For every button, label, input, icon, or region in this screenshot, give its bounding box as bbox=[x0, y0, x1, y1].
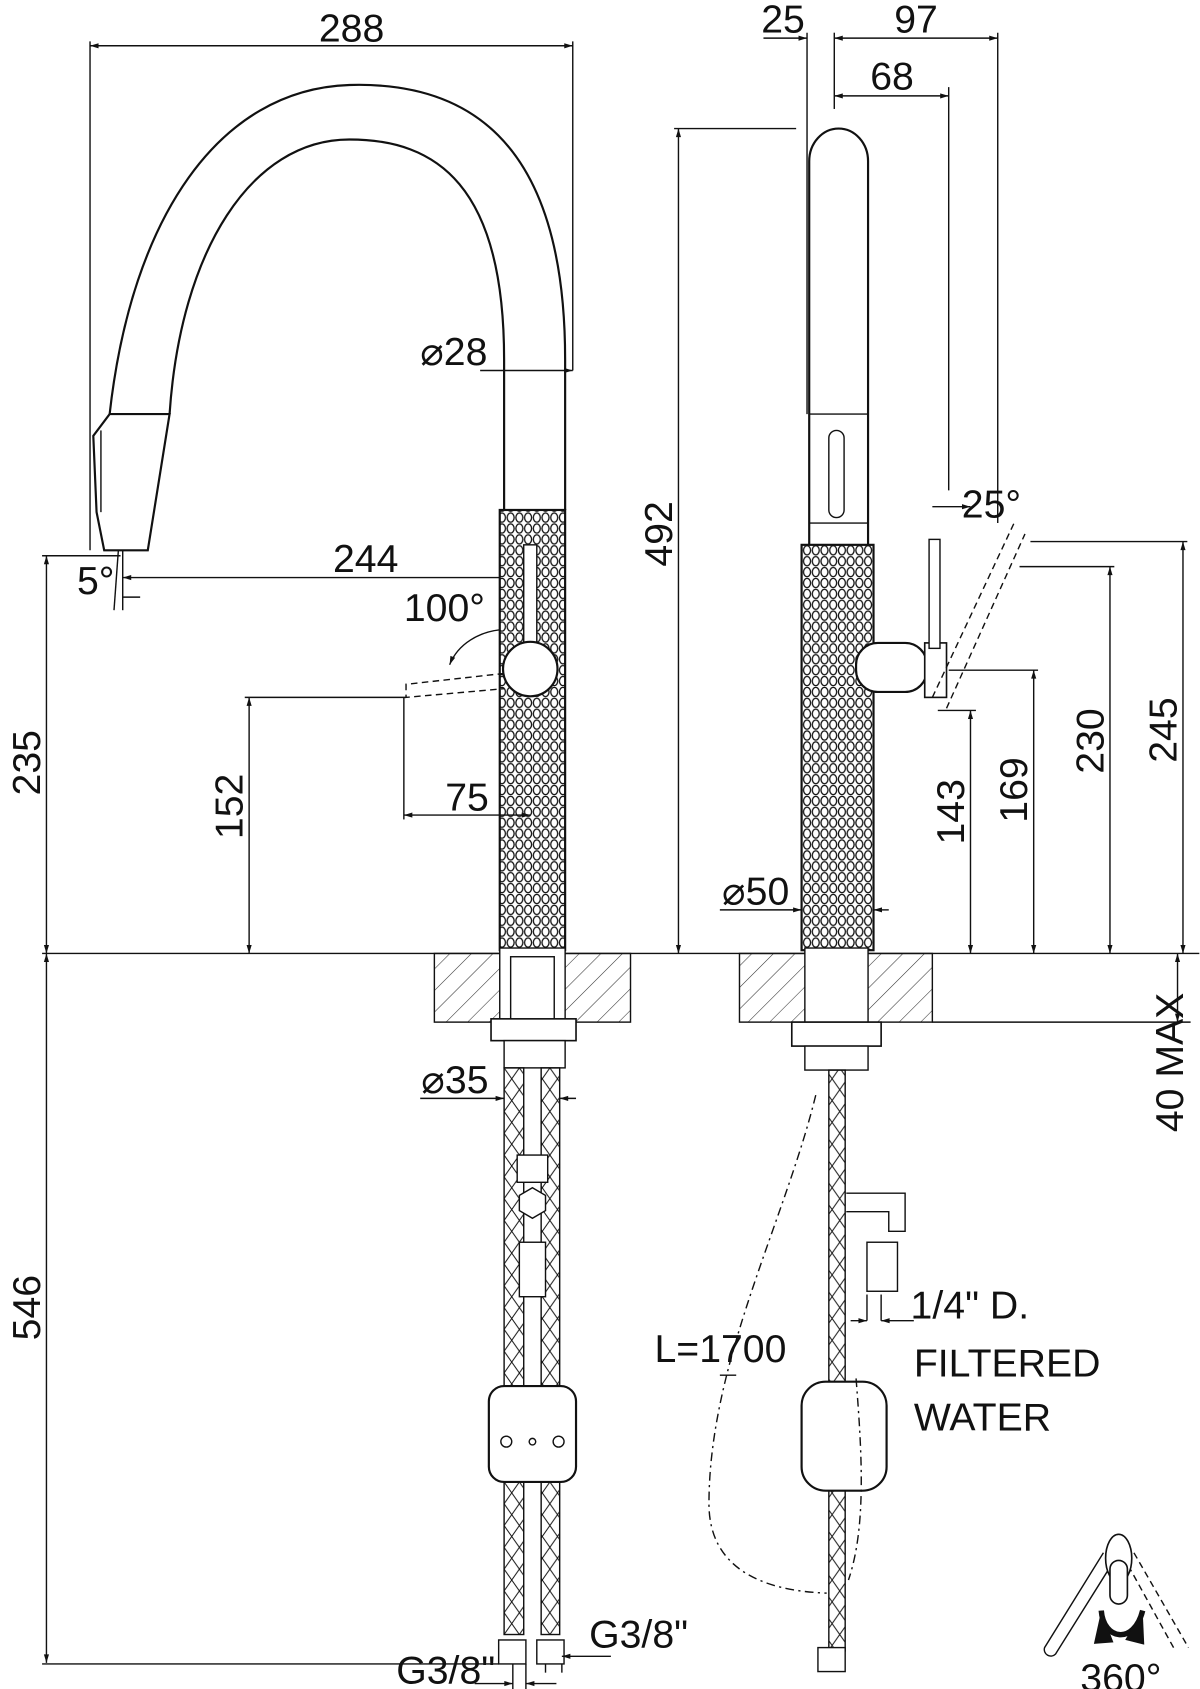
hose-length: L=1700 bbox=[654, 1327, 786, 1371]
dim-25deg: 25° bbox=[962, 483, 1021, 527]
filter-tee bbox=[846, 1192, 906, 1233]
dim-152: 152 bbox=[208, 774, 252, 839]
hose-right bbox=[540, 1067, 561, 1636]
pull-out-hose-path bbox=[708, 1094, 827, 1594]
dim-40-max: 40 MAX bbox=[1148, 993, 1192, 1133]
body-side-knurled bbox=[800, 543, 875, 952]
dim-245: 245 bbox=[1141, 697, 1185, 762]
check-valve-box bbox=[487, 1384, 578, 1484]
dim-244: 244 bbox=[333, 537, 398, 581]
dim-25: 25 bbox=[761, 0, 805, 42]
dim-diameter-50: ⌀50 bbox=[722, 869, 789, 913]
dim-68: 68 bbox=[870, 54, 914, 98]
dim-100deg: 100° bbox=[404, 586, 485, 630]
hose-side bbox=[828, 1069, 846, 1652]
connection-right-g38: G3/8" bbox=[589, 1613, 688, 1657]
dim-diameter-35: ⌀35 bbox=[421, 1058, 488, 1102]
spout-inner bbox=[168, 138, 506, 510]
spout-outer bbox=[108, 83, 567, 510]
connection-left-g38: G3/8" bbox=[396, 1649, 495, 1689]
filter-conn-label-1: FILTERED bbox=[914, 1341, 1101, 1385]
lever-hub bbox=[501, 640, 559, 698]
spray-head bbox=[92, 412, 171, 552]
hose-left bbox=[503, 1067, 525, 1636]
lever-side bbox=[928, 538, 941, 650]
filter-conn-label-2: WATER bbox=[914, 1396, 1051, 1440]
dim-75: 75 bbox=[445, 776, 489, 820]
rotation-label: 360° bbox=[1080, 1656, 1161, 1689]
right-view: 25 97 68 492 25° 143 169 230 2 bbox=[637, 0, 1192, 1673]
dim-288: 288 bbox=[319, 6, 384, 50]
dim-492: 492 bbox=[637, 501, 681, 566]
left-view: 288 244 5° ⌀28 100° 235 152 bbox=[5, 6, 688, 1689]
dim-diameter-28: ⌀28 bbox=[420, 330, 487, 374]
lever-hub-side bbox=[854, 641, 928, 694]
dim-143: 143 bbox=[929, 779, 973, 844]
dim-230: 230 bbox=[1068, 708, 1112, 773]
check-valve-side bbox=[800, 1380, 888, 1492]
dim-169: 169 bbox=[992, 757, 1036, 822]
dim-97: 97 bbox=[894, 0, 938, 42]
filter-conn-size: 1/4" D. bbox=[911, 1284, 1030, 1328]
rotation-360-icon: 360° bbox=[1043, 1533, 1190, 1689]
dim-5deg: 5° bbox=[77, 559, 114, 603]
spout-side bbox=[808, 127, 870, 545]
lever-open-position bbox=[405, 672, 505, 699]
dim-546: 546 bbox=[5, 1275, 49, 1340]
dim-235: 235 bbox=[5, 730, 49, 795]
